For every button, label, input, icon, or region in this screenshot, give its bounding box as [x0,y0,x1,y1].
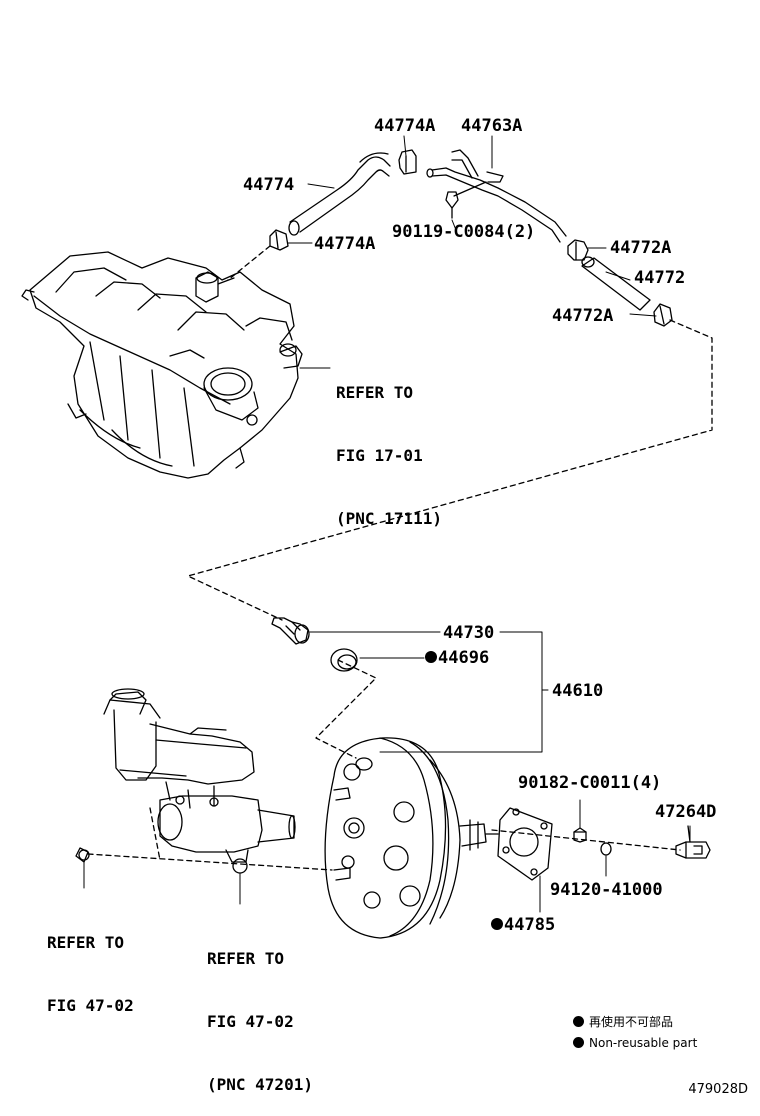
legend-jp-text: 再使用不可部品 [589,1015,674,1029]
gasket-44785 [497,807,553,881]
clevis-47264D [675,825,711,859]
grommet-44696 [330,648,358,672]
non-reusable-dot [491,918,503,930]
ref-manifold-line2: FIG 17-01 [336,446,423,465]
label-44774: 44774 [243,175,295,195]
label-44696: 44696 [425,648,489,668]
ref-left-line2: FIG 47-02 [47,996,134,1015]
label-44696-text: 44696 [438,648,490,668]
legend-en-text: Non-reusable part [589,1036,698,1050]
master-cylinder [75,688,296,874]
hose-44772 [581,256,651,311]
non-reusable-dot [425,651,437,663]
leader-lines [83,135,691,913]
legend-dot-icon [573,1016,584,1027]
ref-manifold: REFER TO FIG 17-01 (PNC 17111) [336,340,442,550]
legend-en: Non-reusable part [573,1035,697,1051]
label-90119-C0084: 90119-C0084(2) [392,222,536,242]
hose-44774 [288,152,391,236]
clamp-44774A-bottom [269,229,289,251]
label-44610: 44610 [552,681,604,701]
label-94120-41000: 94120-41000 [550,880,663,900]
clamp-44774A-top [398,149,417,175]
clamp-44772A-top [567,239,589,261]
figure-id: 479028D [688,1082,748,1097]
check-valve-44730 [271,617,310,645]
ref-mc-line1: REFER TO [207,949,285,968]
legend-jp: 再使用不可部品 [573,1014,673,1030]
label-44785-text: 44785 [504,915,556,935]
washer-94120 [600,842,612,856]
label-44772A-bottom: 44772A [552,306,614,326]
ref-master-cylinder: REFER TO FIG 47-02 (PNC 47201) [207,906,313,1116]
intake-manifold [21,251,303,479]
ref-manifold-line1: REFER TO [336,383,414,402]
ref-left: REFER TO FIG 47-02 [47,890,134,1037]
label-44774A-top: 44774A [374,116,436,136]
ref-mc-line2: FIG 47-02 [207,1012,294,1031]
ref-mc-line3: (PNC 47201) [207,1075,313,1094]
clamp-44772A-bottom [653,303,673,327]
label-44785: 44785 [491,915,555,935]
label-44763A: 44763A [461,116,523,136]
pipe-44763A [426,149,567,243]
label-44730: 44730 [443,623,495,643]
label-44772A-top: 44772A [610,238,672,258]
brake-booster [324,737,499,939]
legend-dot-icon [573,1037,584,1048]
label-47264D: 47264D [655,802,717,822]
label-44772: 44772 [634,268,686,288]
ref-left-line1: REFER TO [47,933,125,952]
label-44774A-bottom: 44774A [314,234,376,254]
ref-manifold-line3: (PNC 17111) [336,509,442,528]
label-90182-C0011: 90182-C0011(4) [518,773,662,793]
